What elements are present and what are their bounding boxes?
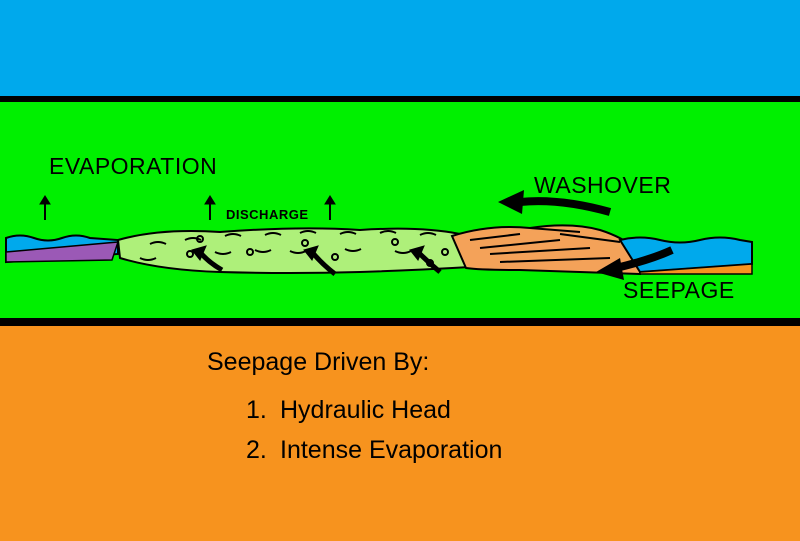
cross-section-diagram: [5, 190, 753, 280]
bottom-divider: [0, 318, 800, 326]
sky-band: [0, 0, 800, 96]
ground-band: [0, 326, 800, 541]
seepage-label: SEEPAGE: [623, 277, 735, 303]
list-item-number: 2.: [246, 436, 267, 464]
evaporation-label: EVAPORATION: [49, 153, 218, 179]
discharge-label: DISCHARGE: [226, 207, 309, 222]
list-item-text: Hydraulic Head: [280, 396, 451, 424]
washover-label: WASHOVER: [534, 172, 672, 198]
dune-texture: [469, 227, 621, 263]
right-seabed: [639, 263, 753, 275]
seepage-arrow: [596, 246, 674, 280]
evaporation-arrows: [39, 195, 336, 220]
diagram-panel: [0, 102, 800, 318]
right-sea: [618, 236, 753, 274]
discharge-arrows: [191, 245, 442, 276]
list-item-text: Intense Evaporation: [280, 436, 503, 464]
left-bedrock: [5, 241, 120, 263]
list-item-number: 1.: [246, 396, 267, 424]
list-item: 1. Hydraulic Head: [246, 396, 451, 425]
top-divider: [0, 96, 800, 102]
notes-title: Seepage Driven By:: [207, 348, 430, 376]
washover-arrow: [498, 190, 612, 216]
list-item: 2. Intense Evaporation: [246, 436, 502, 465]
